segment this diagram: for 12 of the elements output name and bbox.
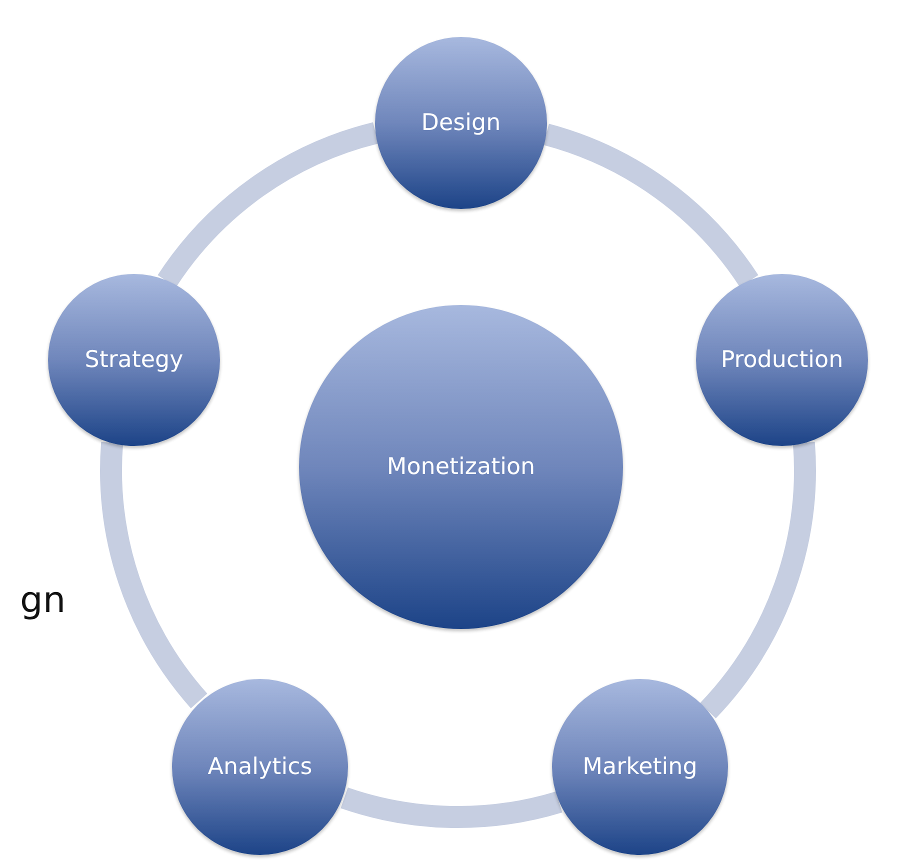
- node-label: Production: [720, 347, 844, 373]
- ring-connector: [341, 787, 562, 828]
- node-label: Design: [420, 110, 502, 136]
- text-fragment: gn: [20, 583, 66, 619]
- ring-connector: [542, 124, 758, 288]
- node-label: Strategy: [84, 347, 184, 373]
- ring-connector: [100, 442, 208, 708]
- node-label: Monetization: [386, 454, 536, 480]
- node-label: Analytics: [206, 754, 314, 780]
- node-label: Marketing: [582, 754, 698, 780]
- ring-connector: [700, 442, 816, 718]
- ring-connector: [158, 122, 379, 288]
